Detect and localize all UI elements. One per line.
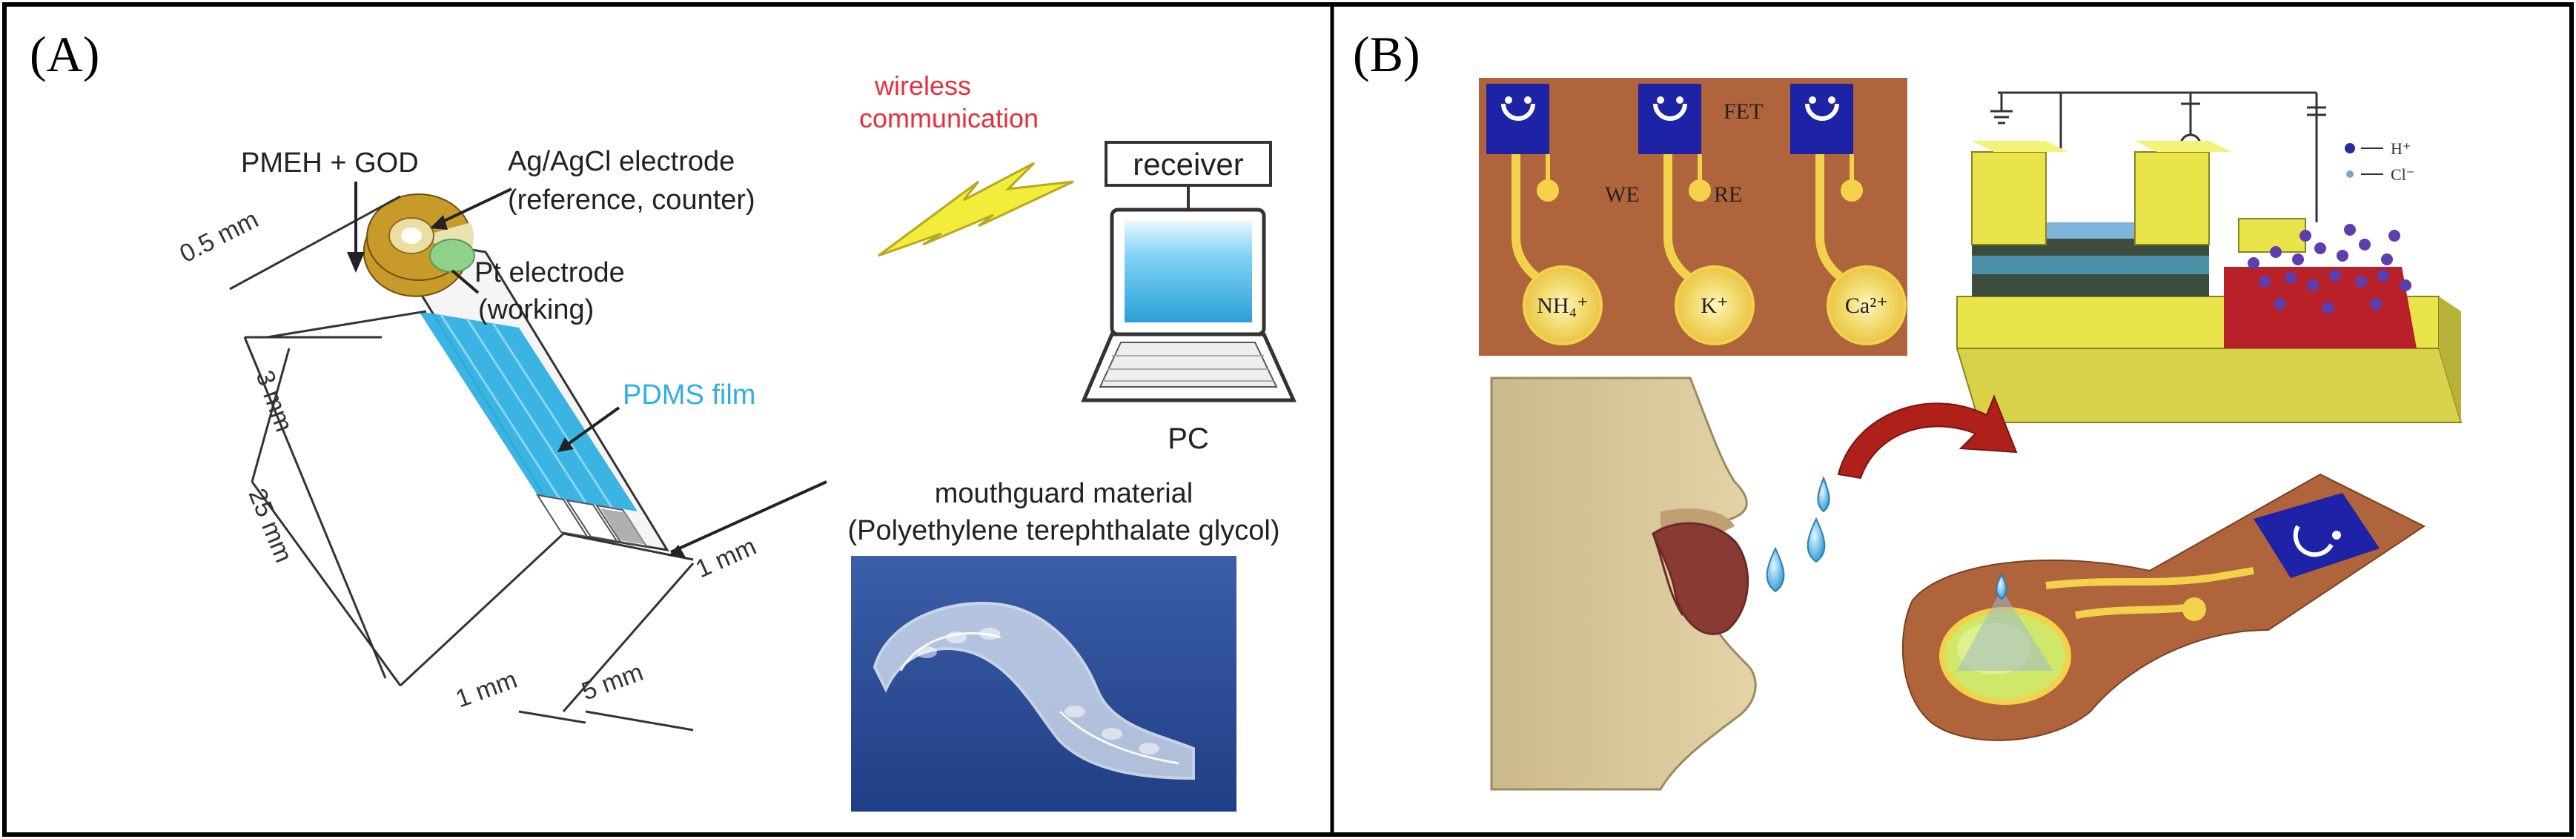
ion-particles: [2248, 224, 2411, 314]
mouthguard-label-line1: mouthguard material: [935, 478, 1193, 509]
ion-label-1: NH₄⁺: [1537, 294, 1589, 318]
agagcl-label-line2: (reference, counter): [508, 185, 755, 216]
dim-05mm: 0.5 mm: [175, 205, 262, 268]
panel-b-label: (B): [1353, 26, 1420, 82]
pt-electrode-line2: (working): [478, 294, 594, 325]
pmeh-god-label: PMEH + GOD: [241, 147, 419, 179]
dim-3mm: 3 mm: [250, 367, 298, 436]
sensor-strip: [362, 193, 669, 552]
pc-label: PC: [1168, 422, 1209, 455]
ion-sensor-board: FET WE RE NH₄⁺ K⁺ Ca²⁺: [1479, 78, 1907, 356]
agagcl-label-line1: Ag/AgCl electrode: [508, 146, 735, 177]
dim-25mm: 25 mm: [243, 485, 298, 567]
legend-h-plus: H⁺: [2391, 139, 2411, 158]
dim-5mm: 5 mm: [578, 658, 647, 706]
saliva-droplets: [1766, 476, 1830, 593]
patch-sensor: [1901, 473, 2426, 741]
panel-a-label: (A): [30, 26, 99, 82]
sensing-membrane: [2224, 267, 2417, 348]
ion-label-2: K⁺: [1701, 294, 1729, 318]
wireless-label-line2: communication: [859, 103, 1039, 133]
sensor-3: [1790, 84, 1907, 345]
panel-a: (A): [30, 26, 1297, 812]
ion-label-3: Ca²⁺: [1845, 294, 1888, 318]
we-label: WE: [1605, 182, 1640, 207]
fet-label: FET: [1724, 99, 1763, 124]
transfer-arrow: [1837, 394, 2018, 480]
lightning-icon: [878, 162, 1074, 257]
electrode-disc: [362, 193, 475, 297]
dim-1mm-bottom: 1 mm: [452, 666, 521, 714]
legend-cl-minus: Cl⁻: [2391, 165, 2414, 184]
dimension-lines: [229, 195, 695, 732]
panel-b: (B): [1353, 26, 2463, 791]
face-profile: [1490, 377, 1757, 791]
re-label: RE: [1714, 182, 1742, 207]
sensor-2: [1638, 84, 1755, 345]
wireless-label-line1: wireless: [874, 70, 971, 101]
dim-1mm-right: 1 mm: [692, 532, 761, 583]
tongue: [1652, 522, 1749, 635]
laptop-icon: [1081, 208, 1297, 402]
mouthguard-photo: [851, 556, 1236, 812]
sensor-1: [1486, 84, 1603, 345]
receiver-box: [1105, 141, 1272, 187]
pt-electrode-line1: Pt electrode: [474, 257, 625, 288]
mouthguard-label-line2: (Polyethylene terephthalate glycol): [847, 515, 1279, 546]
fet-device: H⁺ Cl⁻: [1956, 91, 2463, 423]
pdms-film-label: PDMS film: [623, 379, 755, 411]
chip: [2254, 493, 2380, 578]
receiver-label: receiver: [1133, 147, 1243, 182]
